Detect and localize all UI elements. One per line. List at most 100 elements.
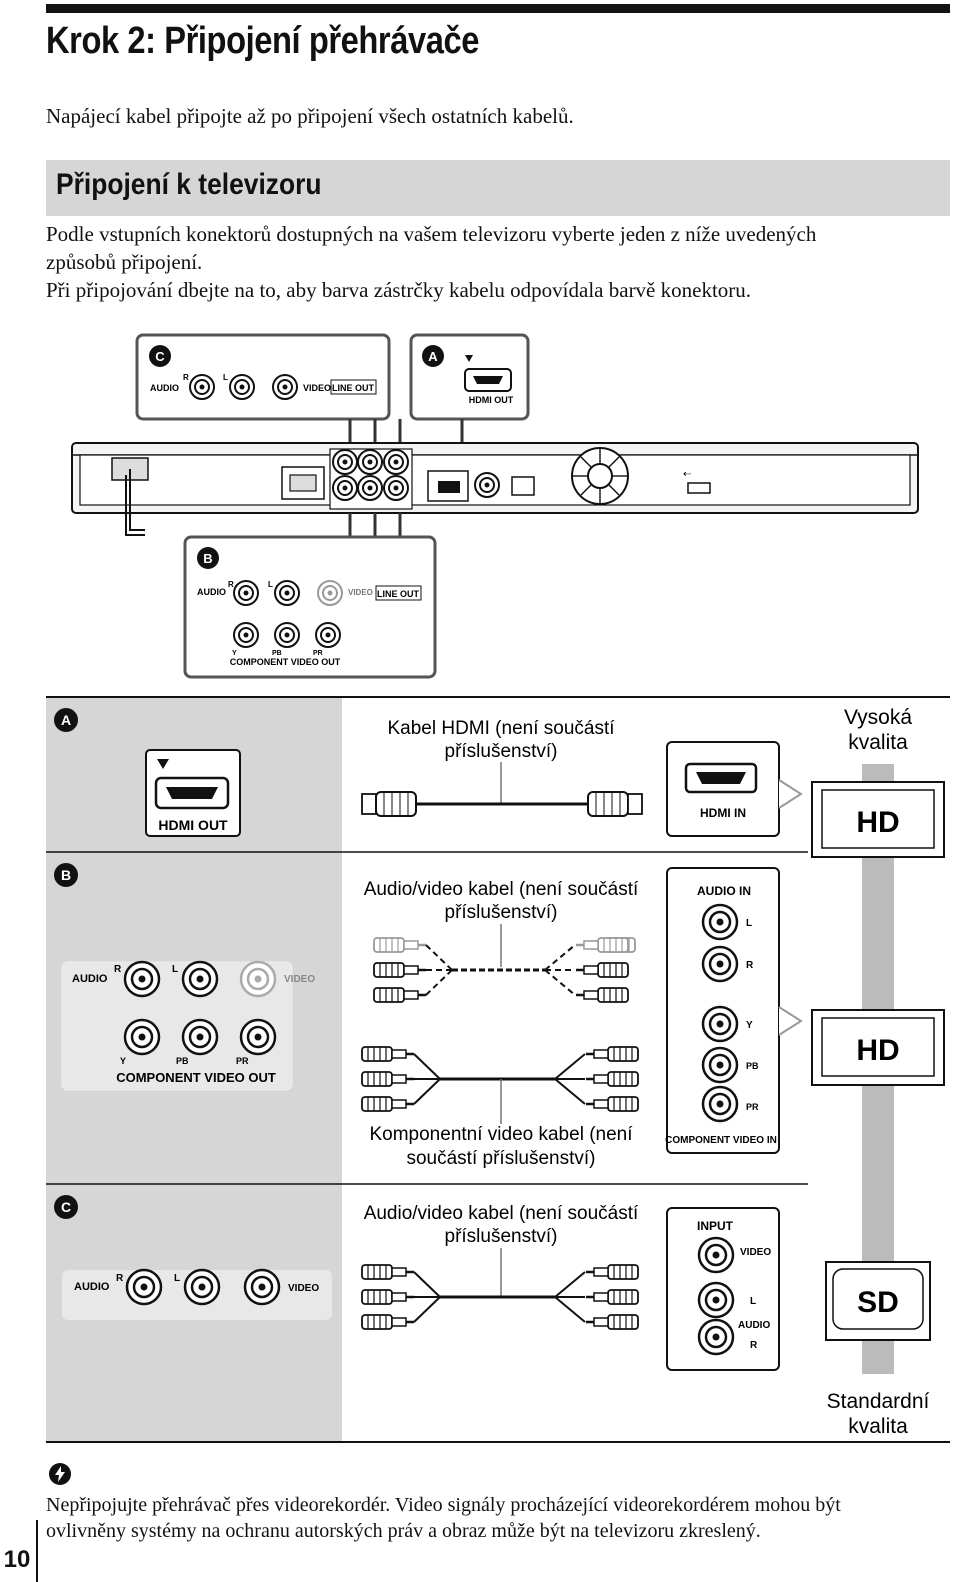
triangle-icon — [157, 759, 169, 769]
hdmi-out-label: HDMI OUT — [469, 395, 514, 405]
audio-r-jack-icon — [189, 374, 215, 400]
row-b: B AUDIO R L VIDEO Y PB PR COMPONENT VIDE… — [54, 863, 945, 1169]
r-label-c: R — [116, 1273, 124, 1284]
page-title: Krok 2: Připojení přehrávače — [46, 20, 479, 62]
video-label-b: VIDEO — [348, 588, 373, 597]
hd-tv-label-b: HD — [856, 1034, 899, 1067]
section-text-line-1: Podle vstupních konektorů dostupných na … — [46, 222, 817, 246]
hdmi-out-label: HDMI OUT — [158, 817, 228, 833]
audio-l-jack-icon — [229, 374, 255, 400]
pb-label-b: PB — [272, 650, 282, 657]
av-cable-label-c-1: Audio/video kabel (není součástí — [364, 1203, 639, 1224]
row-a-marker: A — [61, 712, 71, 728]
callout-b: B AUDIO R L VIDEO LINE OUT Y PB PR COMPO… — [183, 535, 437, 679]
hdmi-cable-label-1: Kabel HDMI (není součástí — [387, 718, 615, 739]
marker-b-icon — [197, 547, 219, 569]
av-cable-label-1: Audio/video kabel (není součástí — [364, 879, 639, 900]
tv-audio-label-c: AUDIO — [738, 1320, 770, 1331]
r-label: R — [183, 373, 189, 382]
video-label-c: VIDEO — [288, 1283, 319, 1294]
callout-c: C AUDIO R L VIDEO LINE OUT — [135, 333, 391, 421]
player-body: ⇠ — [71, 442, 919, 536]
y-label-b: Y — [232, 650, 237, 657]
hint-icon — [49, 1463, 71, 1485]
row-c: C AUDIO R L VIDEO Audio/video kabel (nen… — [54, 1195, 931, 1438]
audio-label: AUDIO — [150, 383, 179, 393]
av-cable-icon-c — [360, 1263, 640, 1331]
page-number: 10 — [2, 1538, 32, 1582]
standard-quality-label-1: Standardní — [827, 1390, 930, 1413]
audio-label-c: AUDIO — [74, 1281, 110, 1293]
component-cable-label-1: Komponentní video kabel (není — [369, 1124, 633, 1145]
av-cable-label-c-2: příslušenství) — [445, 1226, 558, 1247]
component-cable-icon — [360, 1045, 640, 1113]
tv-r-label: R — [746, 960, 754, 971]
audio-label: AUDIO — [72, 973, 108, 985]
hdmi-cable-icon — [361, 791, 643, 817]
r-label-b: R — [228, 580, 234, 589]
marker-a-icon — [54, 708, 78, 732]
marker-c-icon — [149, 345, 171, 367]
input-label: INPUT — [697, 1219, 734, 1233]
y-label: Y — [120, 1056, 126, 1066]
r-label: R — [114, 964, 122, 975]
sd-tv-icon: SD — [825, 1261, 931, 1341]
video-label: VIDEO — [303, 383, 331, 393]
sd-tv-label: SD — [857, 1286, 899, 1319]
section-text-line-2: způsobů připojení. — [46, 250, 203, 274]
section-header-bar — [46, 160, 950, 216]
marker-a-label: A — [428, 349, 438, 364]
video-jack-icon — [272, 374, 298, 400]
marker-a-icon — [422, 345, 444, 367]
l-label-c: L — [174, 1273, 180, 1284]
page-number-rule — [36, 1520, 38, 1582]
connection-table: A HDMI OUT Kabel HDMI (není součástí pří… — [46, 696, 950, 1443]
tv-pb-label: PB — [746, 1061, 759, 1071]
component-video-in-label: COMPONENT VIDEO IN — [665, 1135, 777, 1146]
section-text-line-3: Při připojování dbejte na to, aby barva … — [46, 278, 752, 302]
tv-l-label: L — [746, 918, 752, 929]
pr-label-b: PR — [313, 650, 323, 657]
component-cable-label-2: součástí příslušenství) — [406, 1148, 595, 1169]
tv-video-label: VIDEO — [740, 1247, 771, 1258]
standard-quality-label-2: kvalita — [848, 1415, 908, 1438]
note-line-1: Nepřipojujte přehrávač přes videorekordé… — [46, 1494, 841, 1516]
av-cable-icon-b — [372, 936, 637, 1004]
triangle-icon — [465, 355, 473, 362]
hd-tv-icon: HD — [811, 1009, 945, 1086]
intro-text: Napájecí kabel připojte až po připojení … — [46, 104, 574, 128]
line-out-label-b: LINE OUT — [377, 589, 420, 599]
hdmi-in-label: HDMI IN — [700, 806, 746, 820]
high-quality-label-1: Vysoká — [844, 706, 912, 729]
row-c-marker: C — [61, 1199, 71, 1215]
section-title: Připojení k televizoru — [56, 168, 322, 201]
note-text: Nepřipojujte přehrávač přes videorekordé… — [46, 1492, 946, 1544]
hdmi-cable-label-2: příslušenství) — [445, 741, 558, 762]
hd-tv-icon: HD — [811, 781, 945, 858]
callout-a: A HDMI OUT — [409, 333, 530, 421]
tv-l-label-c: L — [750, 1296, 756, 1307]
component-video-out-label: COMPONENT VIDEO OUT — [116, 1070, 276, 1085]
l-label: L — [172, 964, 178, 975]
marker-b-label: B — [203, 551, 212, 566]
tv-pr-label: PR — [746, 1102, 759, 1112]
pb-label: PB — [176, 1056, 189, 1066]
marker-c-icon — [54, 1195, 78, 1219]
tv-r-label-c: R — [750, 1340, 758, 1351]
high-quality-label-2: kvalita — [848, 731, 908, 754]
video-label: VIDEO — [284, 974, 315, 985]
l-label-b: L — [268, 580, 273, 589]
marker-c-label: C — [155, 349, 165, 364]
usb-icon: ⇠ — [683, 469, 691, 480]
l-label: L — [223, 373, 228, 382]
note-line-2: ovlivněny systémy na ochranu autorských … — [46, 1520, 761, 1542]
line-out-label: LINE OUT — [332, 383, 375, 393]
audio-label-b: AUDIO — [197, 587, 226, 597]
player-rear-diagram: C AUDIO R L VIDEO LINE OUT A HDMI OUT — [71, 333, 919, 679]
tv-y-label: Y — [746, 1020, 753, 1031]
av-cable-label-2: příslušenství) — [445, 902, 558, 923]
component-video-out-label-b: COMPONENT VIDEO OUT — [230, 657, 341, 667]
row-b-marker: B — [61, 867, 71, 883]
marker-b-icon — [54, 863, 78, 887]
row-a: A HDMI OUT Kabel HDMI (není součástí pří… — [54, 706, 945, 858]
